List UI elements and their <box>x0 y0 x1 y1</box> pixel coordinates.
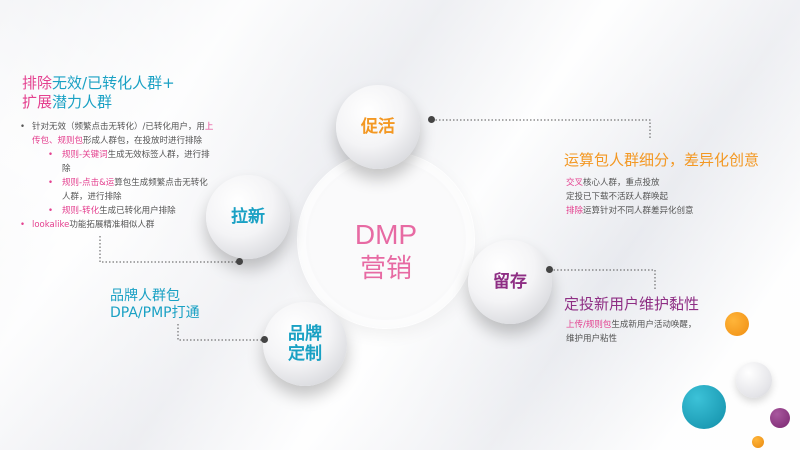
right-top-line-3: 排除运算针对不同人群差异化创意 <box>566 204 800 218</box>
sub-bullet-2-part3: 人群，进行排除 <box>62 192 122 202</box>
right-bottom-block: 定投新用户维护黏性 上传/规则包生成新用户活动唤醒， 维护用户粘性 <box>564 294 764 346</box>
brand-connector <box>177 322 265 341</box>
node-retain-label: 留存 <box>493 272 527 292</box>
bullet-2-part1: lookalike <box>32 220 70 230</box>
left-title-part4: 潜力人群 <box>52 93 113 111</box>
bullet-1-part3: 传包、规则包 <box>32 136 84 146</box>
sub-bullet-1-part3: 除 <box>62 164 71 174</box>
brand-block: 品牌人群包 DPA/PMP打通 <box>110 288 200 322</box>
node-brand-label-2: 定制 <box>288 344 322 364</box>
bullet-1-part1: 针对无效（频繁点击无转化）/已转化用户，用 <box>32 122 205 132</box>
node-brand[interactable]: 品牌 定制 <box>263 302 347 386</box>
right-top-line-1: 交叉核心人群，重点投放 <box>566 176 800 190</box>
sub-bullet-1-part2: 生成无效标签人群，进行排 <box>107 150 210 160</box>
right-top-line-1-part2: 核心人群，重点投放 <box>583 178 660 188</box>
right-top-title: 运算包人群细分，差异化创意 <box>564 151 760 169</box>
right-top-line-1-part1: 交叉 <box>566 178 584 188</box>
bullet-2-part2: 功能拓展精准相似人群 <box>69 220 155 230</box>
node-retain[interactable]: 留存 <box>468 240 552 324</box>
left-title: 排除无效/已转化人群+ 扩展潜力人群 <box>22 74 222 112</box>
sub-bullet-1: • 规则-关键词生成无效标签人群，进行排 除 <box>48 150 210 174</box>
sub-bullet-3-part1: 规则-转化 <box>62 206 100 216</box>
right-bottom-line-1-part2: 生成新用户活动唤醒， <box>611 320 697 330</box>
teal-bubble-decoration <box>682 385 726 429</box>
retain-dot <box>546 266 553 273</box>
sub-bullet-2-part1: 规则-点击&运 <box>62 178 115 188</box>
right-top-line-3-part2: 运算针对不同人群差异化创意 <box>583 206 694 216</box>
acquire-dot <box>236 258 243 265</box>
sub-bullet-2: • 规则-点击&运算包生成频繁点击无转化 人群，进行排除 <box>48 178 208 202</box>
center-title-dmp: DMP <box>354 219 418 250</box>
brand-dot <box>261 336 268 343</box>
bullet-1-part2: 上 <box>204 122 214 132</box>
white-bubble-decoration <box>736 362 772 398</box>
activate-connector <box>432 119 651 140</box>
orange-bubble-decoration <box>725 312 749 336</box>
sub-bullet-1-part1: 规则-关键词 <box>62 150 108 160</box>
acquire-connector <box>99 235 240 263</box>
right-top-block: 运算包人群细分，差异化创意 交叉核心人群，重点投放 定投已下载不活跃人群唤起 排… <box>564 150 800 218</box>
bullet-2: • lookalike功能拓展精准相似人群 <box>20 220 155 230</box>
small-orange-bubble-decoration <box>752 436 764 448</box>
sub-bullet-2-part2: 算包生成频繁点击无转化 <box>114 178 208 188</box>
bullet-1: • 针对无效（频繁点击无转化）/已转化用户，用上 传包、规则包形成人群包，在投放… <box>20 122 214 146</box>
bullet-1-part4: 形成人群包，在投放时进行排除 <box>83 136 203 146</box>
center-ring <box>298 152 474 328</box>
brand-line-2: DPA/PMP打通 <box>110 305 200 321</box>
right-top-line-2: 定投已下载不活跃人群唤起 <box>566 192 669 202</box>
sub-bullet-3-part2: 生成已转化用户排除 <box>99 206 176 216</box>
sub-bullet-3: • 规则-转化生成已转化用户排除 <box>48 206 176 216</box>
center-title-marketing: 营销 <box>359 253 412 283</box>
brand-line-1: 品牌人群包 <box>110 288 180 304</box>
node-acquire[interactable]: 拉新 <box>206 175 290 259</box>
purple-bubble-decoration <box>770 408 790 428</box>
right-bottom-line-1: 上传/规则包生成新用户活动唤醒， <box>566 318 764 332</box>
right-top-line-3-part1: 排除 <box>566 206 584 216</box>
right-bottom-line-2: 维护用户粘性 <box>566 334 618 344</box>
right-bottom-title: 定投新用户维护黏性 <box>564 295 700 313</box>
right-bottom-line-1-part1: 上传/规则包 <box>566 320 612 330</box>
node-activate-label: 促活 <box>361 117 395 137</box>
retain-connector <box>550 269 656 290</box>
left-title-part1: 排除 <box>22 74 53 92</box>
node-activate[interactable]: 促活 <box>336 85 420 169</box>
left-title-part2: 无效/已转化人群+ <box>52 74 175 92</box>
left-bullets: • 针对无效（频繁点击无转化）/已转化用户，用上 传包、规则包形成人群包，在投放… <box>20 120 230 232</box>
node-acquire-label: 拉新 <box>231 207 265 227</box>
node-brand-label-1: 品牌 <box>288 324 322 344</box>
left-title-part3: 扩展 <box>22 93 53 111</box>
activate-dot <box>428 116 435 123</box>
